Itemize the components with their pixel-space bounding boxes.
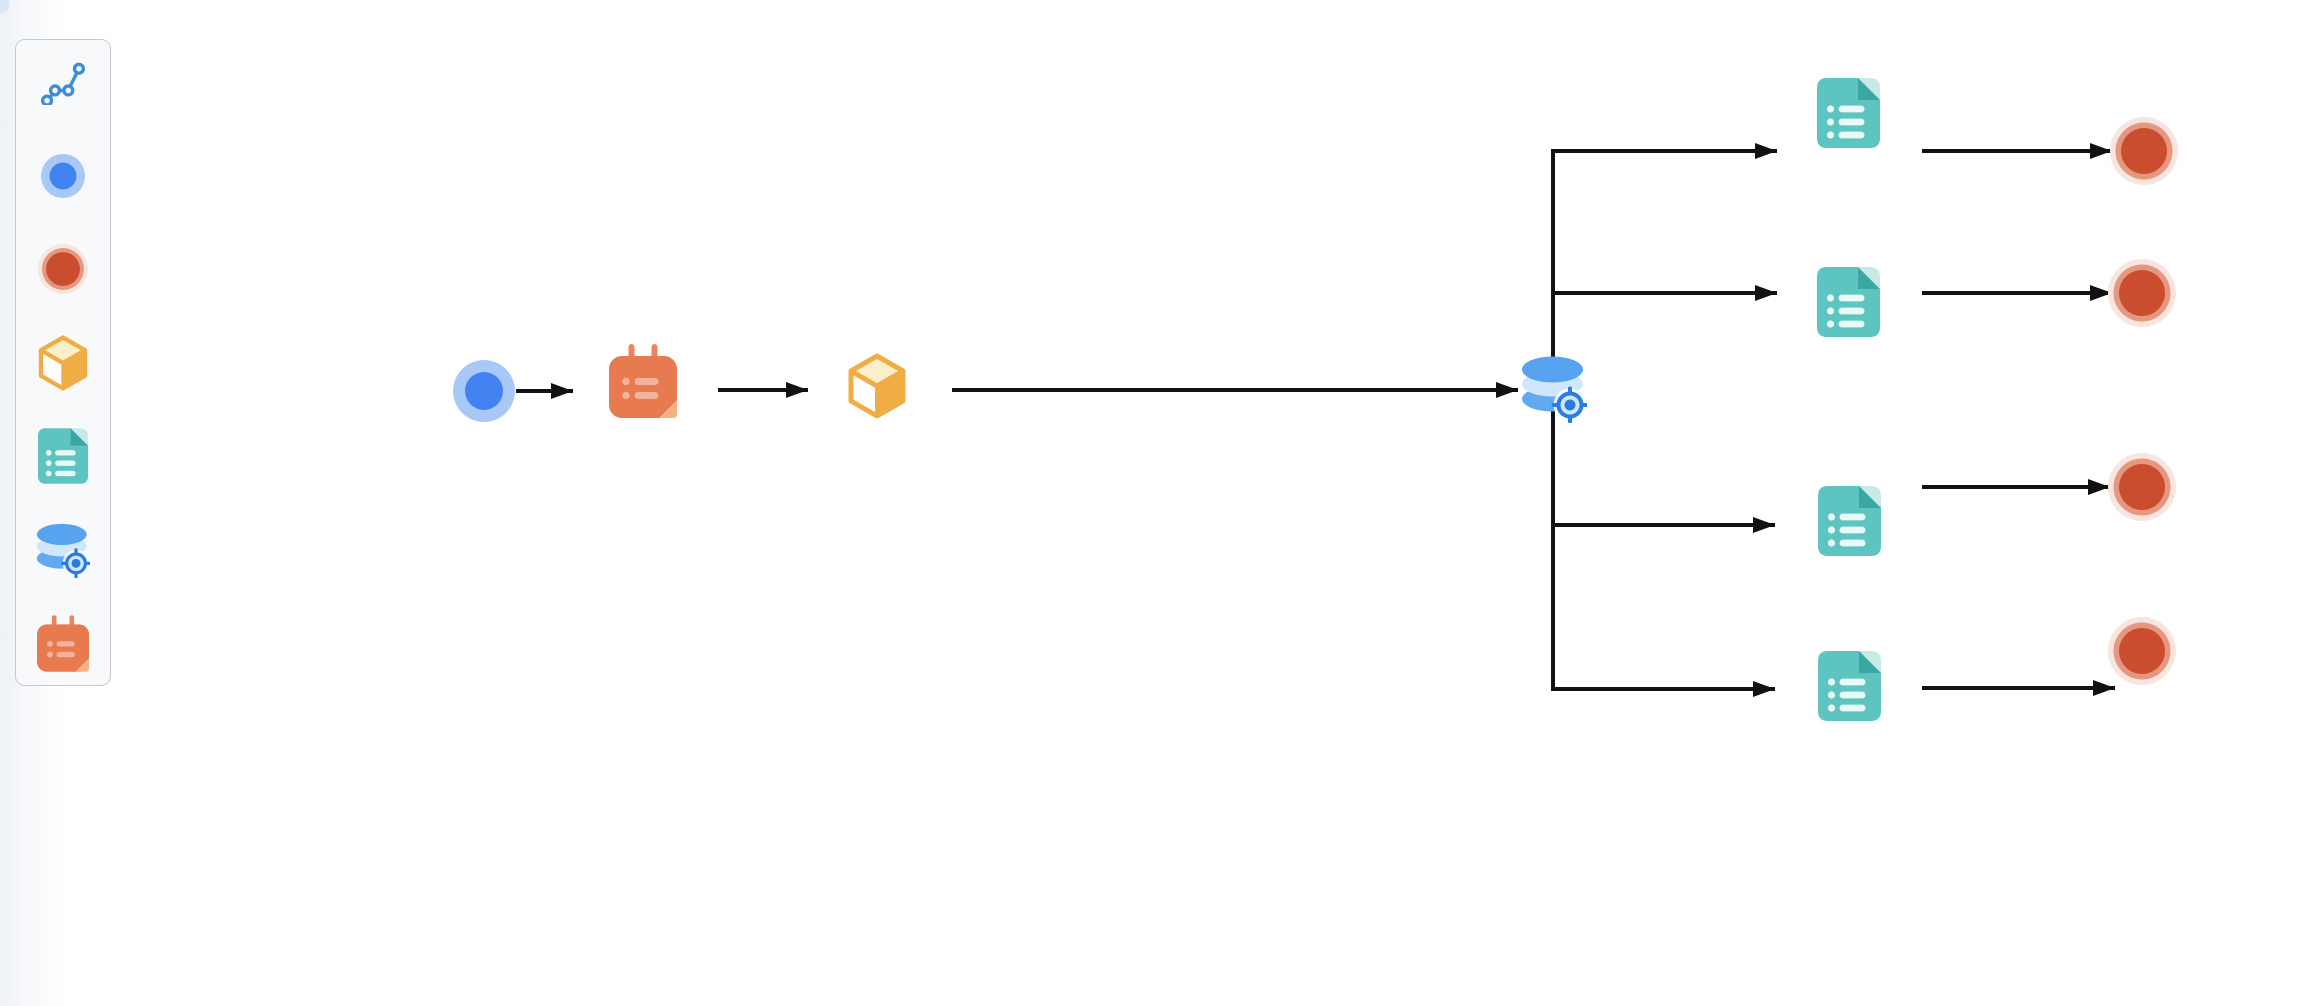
node-end-end-1[interactable] [2110, 117, 2178, 185]
end-icon [2108, 617, 2176, 685]
node-start-start-1[interactable] [453, 360, 515, 422]
node-datastore-datastore-1[interactable] [1521, 353, 1587, 423]
palette-item-end-node-tool[interactable] [34, 240, 92, 298]
document-icon [38, 428, 88, 484]
node-form-form-4[interactable] [1817, 651, 1881, 721]
start-icon [41, 153, 85, 198]
node-form-form-1[interactable] [1816, 78, 1880, 148]
node-palette [15, 39, 111, 686]
calendar-icon [37, 614, 89, 672]
node-end-end-3[interactable] [2108, 453, 2176, 521]
palette-item-form-node-tool[interactable] [34, 427, 92, 485]
palette-item-datastore-node-tool[interactable] [34, 521, 92, 579]
end-icon [38, 244, 88, 294]
database-icon [1521, 353, 1587, 423]
corner-chip [0, 0, 9, 13]
node-end-end-4[interactable] [2108, 617, 2176, 685]
node-package-package-1[interactable] [845, 353, 909, 419]
end-icon [2108, 453, 2176, 521]
node-task-task-1[interactable] [609, 344, 677, 418]
node-form-form-3[interactable] [1817, 486, 1881, 556]
edge-datastore-to-form1[interactable] [1551, 143, 1777, 388]
palette-item-connector-tool[interactable] [34, 53, 92, 111]
edge-datastore-to-form4[interactable] [1551, 388, 1775, 697]
node-end-end-2[interactable] [2108, 259, 2176, 327]
end-icon [2110, 117, 2178, 185]
palette-item-task-node-tool[interactable] [34, 614, 92, 672]
database-icon [36, 521, 90, 578]
document-icon [1816, 78, 1880, 148]
cube-icon [35, 334, 91, 391]
document-icon [1816, 267, 1880, 337]
palette-item-start-node-tool[interactable] [34, 147, 92, 205]
palette-item-package-node-tool[interactable] [34, 334, 92, 392]
end-icon [2108, 259, 2176, 327]
polyline-icon [39, 59, 87, 105]
start-icon [453, 360, 515, 422]
cube-icon [845, 353, 909, 419]
document-icon [1817, 651, 1881, 721]
calendar-icon [609, 344, 677, 418]
node-form-form-2[interactable] [1816, 267, 1880, 337]
document-icon [1817, 486, 1881, 556]
